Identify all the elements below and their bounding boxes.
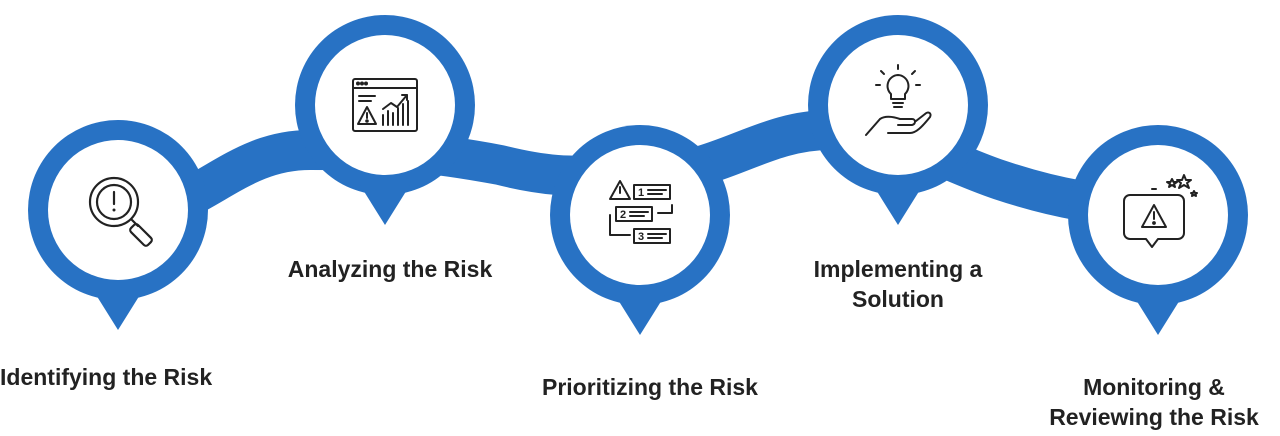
lightbulb-hand-icon [865, 64, 932, 136]
step-1-label: Identifying the Risk [0, 362, 250, 392]
step-2-circle [315, 35, 455, 175]
step-3-pointer [615, 295, 665, 335]
step-5-label-line-1: Monitoring & [1083, 374, 1225, 400]
step-1-circle [48, 140, 188, 280]
step-4-marker [808, 15, 988, 225]
alert-bubble-stars-icon [1123, 174, 1198, 248]
step-5-marker [1068, 125, 1248, 335]
magnifier-warning-icon [88, 176, 153, 247]
step-5-circle [1088, 145, 1228, 285]
step-4-pointer [873, 185, 923, 225]
svg-text:1: 1 [638, 187, 644, 199]
svg-text:3: 3 [638, 231, 644, 243]
step-4-label: Implementing a Solution [773, 254, 1023, 314]
browser-chart-warning-icon [352, 78, 418, 132]
step-4-circle [828, 35, 968, 175]
step-5-label-line-2: Reviewing the Risk [1049, 404, 1259, 430]
step-2-label: Analyzing the Risk [255, 254, 525, 284]
svg-text:2: 2 [620, 209, 626, 221]
step-3-label: Prioritizing the Risk [510, 372, 790, 402]
step-1-label-line-1: Identifying the Risk [0, 364, 213, 390]
step-5-label: Monitoring & Reviewing the Risk [1030, 372, 1278, 432]
step-2-pointer [360, 185, 410, 225]
step-4-label-line-1: Implementing a [813, 256, 983, 282]
step-3-label-line-1: Prioritizing the Risk [542, 374, 758, 400]
step-1-marker [28, 120, 208, 330]
step-5-pointer [1133, 295, 1183, 335]
numbered-priority-list-icon: 1 2 3 [609, 180, 673, 244]
step-4-label-line-2: Solution [852, 286, 944, 312]
step-2-marker [295, 15, 475, 225]
step-2-label-line-1: Analyzing the Risk [287, 256, 493, 282]
step-1-pointer [93, 290, 143, 330]
